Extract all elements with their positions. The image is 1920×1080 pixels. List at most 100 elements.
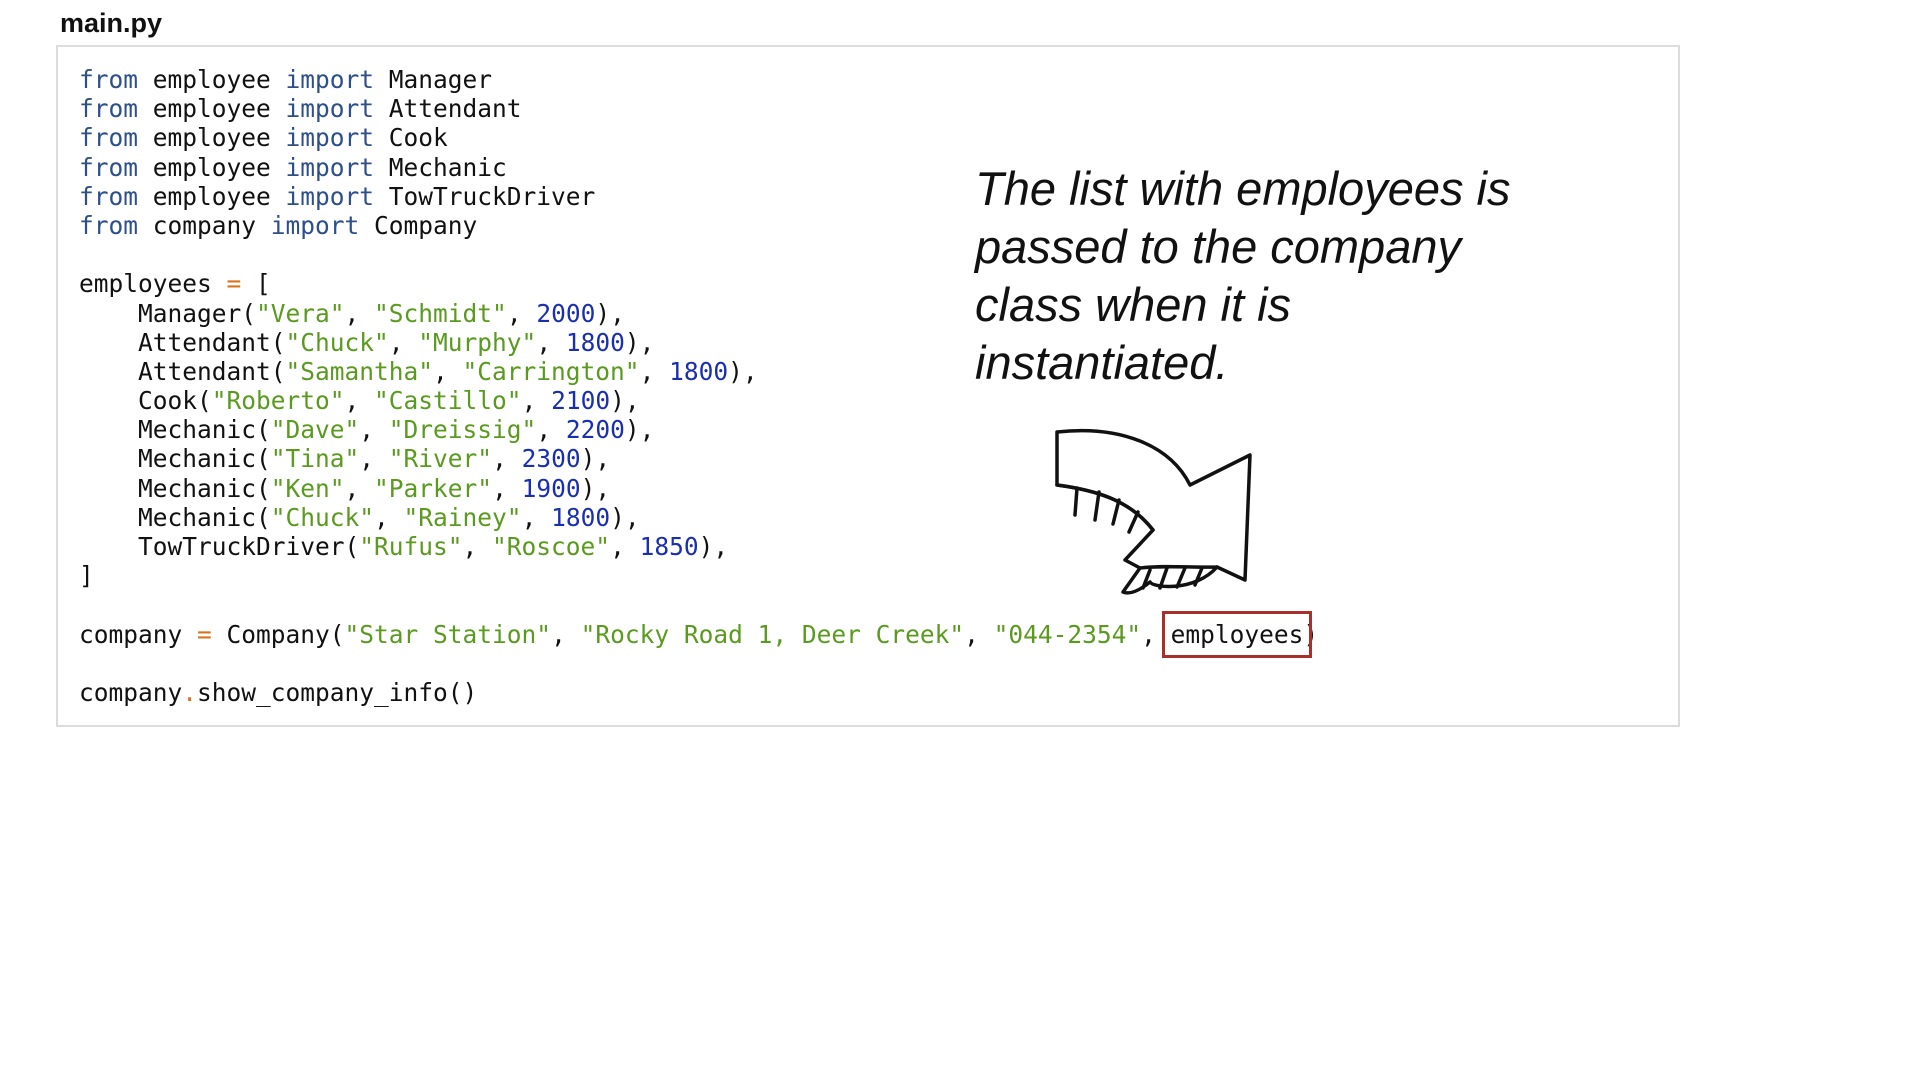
code-token: 2300 (521, 444, 581, 474)
code-token: Mechanic( (79, 473, 271, 503)
code-token: "Dave" (270, 415, 360, 445)
code-line: Attendant("Chuck", "Murphy", 1800), (79, 328, 1318, 357)
code-token: import (285, 181, 375, 211)
code-token: "Roberto" (211, 386, 345, 416)
code-token: import (285, 94, 375, 124)
code-line: from employee import Manager (79, 65, 1318, 94)
code-token: ), (624, 327, 655, 357)
code-token: Attendant( (79, 356, 286, 386)
code-line: from company import Company (79, 211, 1318, 240)
code-token: . (182, 677, 198, 707)
code-token: from (79, 65, 139, 94)
code-token: employee (138, 94, 286, 124)
code-token: , (551, 619, 581, 649)
code-token: ), (624, 415, 655, 445)
code-token: ) (1303, 619, 1319, 649)
code-token: , (359, 444, 389, 474)
code-line: TowTruckDriver("Rufus", "Roscoe", 1850), (79, 532, 1318, 561)
code-line: from employee import TowTruckDriver (79, 182, 1318, 211)
code-token: "Ken" (270, 473, 345, 503)
code-line: Attendant("Samantha", "Carrington", 1800… (79, 357, 1318, 386)
code-token: , (492, 473, 522, 503)
code-token: Mechanic (374, 152, 507, 182)
code-line: Cook("Roberto", "Castillo", 2100), (79, 386, 1318, 415)
code-token: TowTruckDriver (374, 181, 596, 211)
code-token: "Dreissig" (388, 415, 537, 445)
code-token: "Samantha" (285, 356, 434, 386)
code-token: Company( (211, 619, 345, 649)
code-token: Manager( (79, 298, 257, 328)
code-token: "044-2354" (993, 619, 1142, 649)
code-token: Company (359, 210, 478, 240)
code-token: Mechanic( (79, 444, 271, 474)
code-token: Cook( (79, 386, 212, 416)
highlighted-argument: employees (1161, 610, 1313, 658)
code-token: "Carrington" (462, 356, 640, 386)
code-token: company (79, 677, 183, 707)
code-token: "Castillo" (374, 386, 522, 416)
code-token: , (610, 532, 640, 561)
code-token: , (536, 415, 566, 445)
code-token: , (374, 502, 404, 532)
code-line: from employee import Attendant (79, 94, 1318, 123)
code-token: [ (241, 269, 271, 299)
code-line: company = Company("Star Station", "Rocky… (79, 610, 1319, 658)
code-token: Cook (374, 123, 448, 153)
code-line: Mechanic("Ken", "Parker", 1900), (79, 474, 1318, 503)
code-token: ), (610, 502, 640, 532)
code-token: ), (610, 386, 640, 416)
code-token: , (462, 532, 493, 561)
code-token: , (521, 502, 552, 532)
code-token: 1900 (521, 473, 581, 503)
code-token: 1800 (551, 502, 611, 532)
code-token: , (359, 415, 389, 445)
code-token: import (285, 152, 375, 182)
code-token: "Star Station" (344, 619, 552, 649)
code-token: , (1141, 619, 1171, 649)
code-token: company (79, 619, 198, 649)
code-token: , (388, 327, 419, 357)
code-token: ), (580, 444, 611, 474)
code-token: from (79, 181, 139, 211)
code-token: import (285, 65, 375, 94)
code-token: Mechanic( (79, 502, 271, 532)
code-token: 1800 (669, 356, 729, 386)
code-token: import (270, 210, 360, 240)
annotation-text: The list with employees is passed to the… (975, 162, 1511, 389)
code-line: Manager("Vera", "Schmidt", 2000), (79, 299, 1318, 328)
code-line: ] (79, 561, 1318, 590)
code-token: company (138, 210, 271, 240)
code-token: employees (79, 269, 227, 299)
code-token: , (506, 298, 537, 328)
code-token: "Rufus" (359, 532, 463, 561)
code-token: "Tina" (270, 444, 360, 474)
code-token: Attendant (374, 94, 522, 124)
code-token: employee (138, 181, 286, 211)
code-token: , (344, 386, 375, 416)
code-token: , (433, 356, 463, 386)
code-token: ), (698, 532, 729, 561)
code-token: "Roscoe" (492, 532, 611, 561)
code-token: employee (138, 152, 286, 182)
code-token: "Chuck" (285, 327, 389, 357)
code-token: employee (138, 65, 286, 94)
code-token: , (344, 473, 375, 503)
code-line: Mechanic("Tina", "River", 2300), (79, 444, 1318, 473)
code-token: Attendant( (79, 327, 286, 357)
code-token: 1850 (639, 532, 699, 561)
code-token: , (521, 386, 552, 416)
code-token: "River" (388, 444, 493, 474)
code-token: 2000 (536, 298, 596, 328)
code-line: Mechanic("Dave", "Dreissig", 2200), (79, 415, 1318, 444)
curved-arrow-icon (1055, 428, 1252, 595)
code-token: , (639, 356, 670, 386)
code-token: from (79, 123, 139, 153)
code-token: "Rainey" (403, 502, 522, 532)
code-token: Manager (374, 65, 493, 94)
code-token: = (197, 619, 212, 649)
code-token: ), (728, 356, 758, 386)
code-token: "Rocky Road 1, Deer Creek" (580, 619, 965, 649)
code-token: from (79, 94, 139, 124)
